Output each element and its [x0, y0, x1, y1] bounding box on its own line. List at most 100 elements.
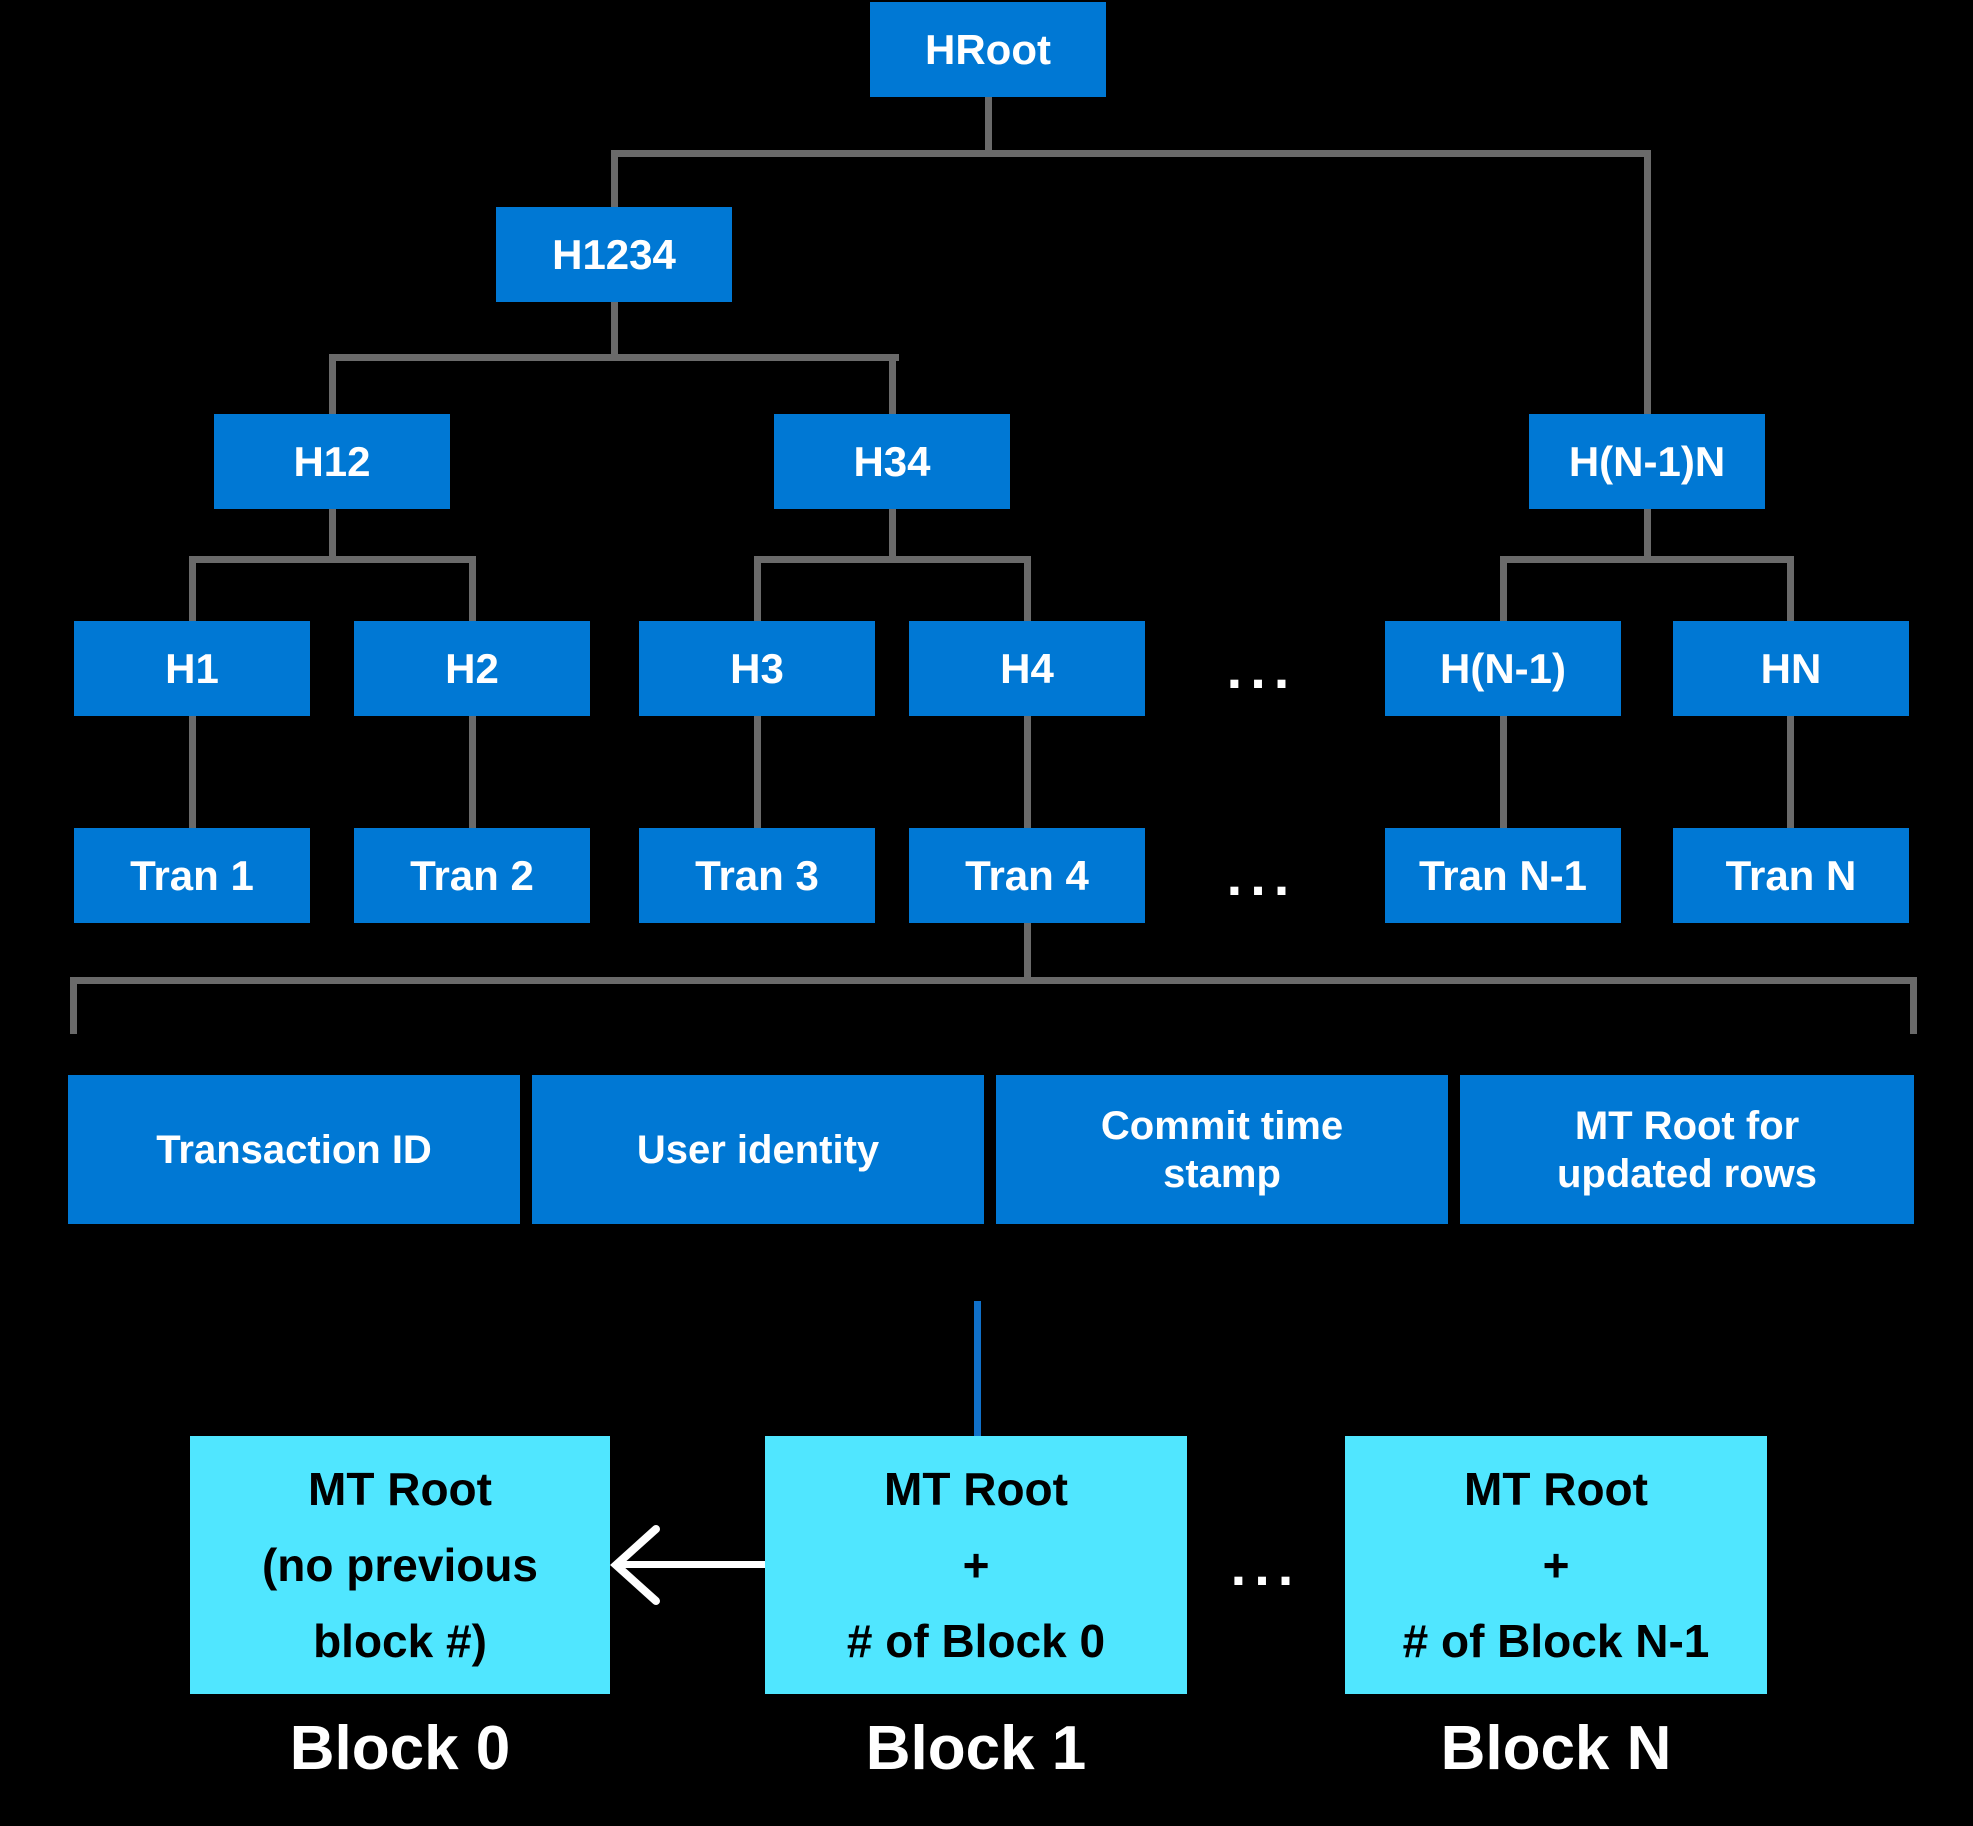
field-mt-root-updated-rows-line1: MT Root for — [1574, 1103, 1800, 1148]
bracket-horizontal — [70, 977, 1917, 984]
connector-h12-drop — [329, 509, 336, 563]
block-row-ellipsis: ... — [1216, 1520, 1316, 1610]
connector-h2-up — [469, 556, 476, 621]
connector-h12-horizontal — [189, 556, 476, 563]
node-trann: Tran N — [1673, 828, 1909, 923]
node-h3: H3 — [639, 621, 875, 716]
block1-line3: # of Block 0 — [846, 1615, 1106, 1667]
block0-line1: MT Root — [308, 1463, 492, 1515]
node-tran4: Tran 4 — [909, 828, 1145, 923]
field-user-identity-line1: User identity — [636, 1127, 880, 1172]
node-hn: HN — [1673, 621, 1909, 716]
connector-hroot-horizontal — [611, 150, 1651, 157]
field-transaction-id: Transaction ID — [68, 1075, 520, 1224]
node-h3-label: H3 — [730, 644, 784, 692]
block1-to-block0-arrow-shaft — [616, 1561, 765, 1568]
node-hn1: H(N-1) — [1385, 621, 1621, 716]
connector-h1234-up — [611, 150, 618, 207]
connector-hn1-trann1 — [1500, 716, 1507, 828]
node-tran2-label: Tran 2 — [410, 851, 534, 899]
field-commit-time-stamp-line2: stamp — [1163, 1151, 1281, 1196]
connector-h3-tran3 — [754, 716, 761, 828]
blockn-line1: MT Root — [1464, 1463, 1648, 1515]
node-h1234: H1234 — [496, 207, 732, 302]
node-trann-label: Tran N — [1725, 851, 1857, 899]
field-commit-time-stamp-line1: Commit time — [1100, 1103, 1344, 1148]
node-tran3-label: Tran 3 — [695, 851, 819, 899]
node-tran1-label: Tran 1 — [130, 851, 254, 899]
blockn-box: MT Root + # of Block N-1 — [1345, 1436, 1767, 1694]
block0-box: MT Root (no previous block #) — [190, 1436, 610, 1694]
node-hn1n-label: H(N-1)N — [1568, 437, 1726, 485]
block1-box: MT Root + # of Block 0 — [765, 1436, 1187, 1694]
connector-h12-up — [329, 354, 336, 414]
node-h1: H1 — [74, 621, 310, 716]
block1-label: Block 1 — [765, 1708, 1187, 1788]
node-h2-label: H2 — [445, 644, 499, 692]
block1-to-block0-arrow-head — [610, 1525, 660, 1605]
field-commit-time-stamp: Commit time stamp — [996, 1075, 1448, 1224]
connector-h1234-horizontal — [329, 354, 899, 361]
node-tran4-label: Tran 4 — [965, 851, 1089, 899]
node-tran3: Tran 3 — [639, 828, 875, 923]
connector-h1-tran1 — [189, 716, 196, 828]
node-h34-label: H34 — [853, 437, 931, 485]
connector-hn1n-up — [1644, 150, 1651, 414]
connector-hn1n-drop — [1644, 509, 1651, 563]
connector-h4-tran4 — [1024, 716, 1031, 828]
node-hn1n: H(N-1)N — [1529, 414, 1765, 509]
node-h1-label: H1 — [165, 644, 219, 692]
connector-mtroot-block1 — [974, 1301, 981, 1436]
field-mt-root-updated-rows-line2: updated rows — [1556, 1151, 1818, 1196]
hash-row-ellipsis: ... — [1212, 628, 1312, 708]
connector-h1-up — [189, 556, 196, 621]
node-trann1-label: Tran N-1 — [1418, 851, 1588, 899]
connector-h34-drop — [889, 509, 896, 563]
node-tran1: Tran 1 — [74, 828, 310, 923]
tran-row-ellipsis-text: ... — [1226, 843, 1298, 907]
blockn-label-text: Block N — [1440, 1713, 1672, 1783]
blockn-line2: + — [1542, 1539, 1570, 1591]
block0-label: Block 0 — [190, 1708, 610, 1788]
connector-hn1n-horizontal — [1500, 556, 1794, 563]
connector-h34-horizontal — [754, 556, 1031, 563]
hash-row-ellipsis-text: ... — [1226, 636, 1298, 700]
node-h4-label: H4 — [1000, 644, 1054, 692]
field-transaction-id-line1: Transaction ID — [156, 1127, 432, 1172]
block1-line1: MT Root — [884, 1463, 1068, 1515]
node-h12-label: H12 — [293, 437, 371, 485]
connector-h2-tran2 — [469, 716, 476, 828]
connector-hn1-up — [1500, 556, 1507, 621]
connector-hn-trann — [1787, 716, 1794, 828]
tran-row-ellipsis: ... — [1212, 835, 1312, 915]
node-tran2: Tran 2 — [354, 828, 590, 923]
node-trann1: Tran N-1 — [1385, 828, 1621, 923]
blockn-label: Block N — [1345, 1708, 1767, 1788]
block1-label-text: Block 1 — [865, 1713, 1087, 1783]
node-hroot-label: HRoot — [925, 25, 1051, 73]
node-h12: H12 — [214, 414, 450, 509]
node-hn-label: HN — [1760, 644, 1822, 692]
node-h2: H2 — [354, 621, 590, 716]
node-hn1-label: H(N-1) — [1440, 644, 1566, 692]
node-h1234-label: H1234 — [552, 230, 676, 278]
node-h34: H34 — [774, 414, 1010, 509]
connector-hn-up — [1787, 556, 1794, 621]
block0-line3: block #) — [313, 1615, 487, 1667]
block1-line2: + — [962, 1539, 990, 1591]
block0-label-text: Block 0 — [289, 1713, 511, 1783]
node-h4: H4 — [909, 621, 1145, 716]
bracket-right-tick — [1910, 977, 1917, 1034]
block-row-ellipsis-text: ... — [1230, 1533, 1302, 1597]
connector-h3-up — [754, 556, 761, 621]
connector-h1234-drop — [611, 302, 618, 361]
field-mt-root-updated-rows: MT Root for updated rows — [1460, 1075, 1914, 1224]
connector-tran4-drop — [1024, 923, 1031, 981]
connector-h4-up — [1024, 556, 1031, 621]
bracket-left-tick — [70, 977, 77, 1034]
blockn-line3: # of Block N-1 — [1402, 1615, 1710, 1667]
block0-line2: (no previous — [261, 1539, 539, 1591]
connector-hroot-drop — [985, 96, 992, 157]
node-hroot: HRoot — [870, 2, 1106, 97]
